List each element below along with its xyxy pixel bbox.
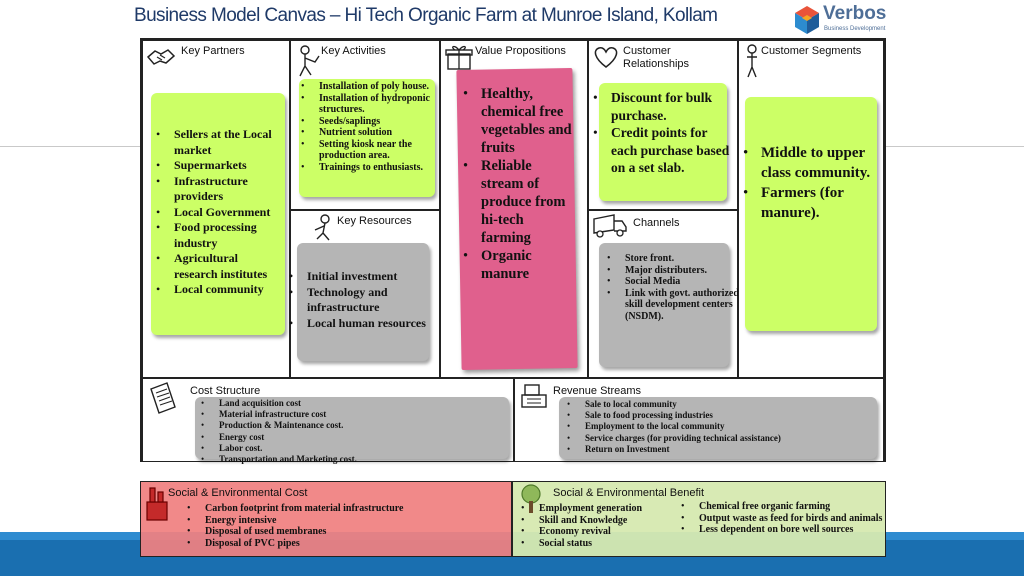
key-activities-heading: Key Activities	[321, 45, 386, 57]
list-item: Nutrient solution	[297, 127, 439, 139]
logo-name: Verbos	[823, 3, 887, 24]
list-item: Major distributers.	[603, 265, 741, 277]
list-item: Supermarkets	[152, 158, 282, 174]
page-title: Business Model Canvas – Hi Tech Organic …	[134, 5, 718, 26]
key-partners-cell: Key Partners Sellers at the Local market…	[142, 40, 290, 378]
channels-heading: Channels	[633, 217, 680, 229]
social-benefit-left-list: Employment generation Skill and Knowledg…	[517, 503, 677, 549]
cost-structure-cell: Cost Structure Land acquisition cost Mat…	[142, 378, 514, 465]
list-item: Healthy, chemical free vegetables and fr…	[459, 85, 577, 157]
customer-segments-list: Middle to upper class community. Farmers…	[739, 143, 879, 223]
channels-cell: Channels Store front. Major distributers…	[588, 210, 741, 378]
list-item: Reliable stream of produce from hi-tech …	[459, 157, 577, 247]
channels-list: Store front. Major distributers. Social …	[603, 253, 741, 322]
list-item: Initial investment	[285, 269, 431, 285]
list-item: Installation of hydroponic structures.	[297, 93, 439, 116]
customer-segments-heading: Customer Segments	[761, 45, 862, 57]
social-benefit-heading: Social & Environmental Benefit	[553, 487, 705, 499]
customer-relationships-heading: Customer Relationships	[623, 45, 690, 70]
list-item: Credit points for each purchase based on…	[589, 124, 731, 177]
list-item: Production & Maintenance cost.	[197, 420, 497, 431]
key-resources-cell: Key Resources Initial investment Technol…	[289, 210, 440, 378]
list-item: Return on Investment	[563, 444, 873, 455]
key-activities-list: Installation of poly house. Installation…	[297, 81, 439, 173]
list-item: Less dependent on bore well sources	[677, 524, 883, 536]
value-propositions-list: Healthy, chemical free vegetables and fr…	[459, 85, 577, 283]
list-item: Sale to food processing industries	[563, 410, 873, 421]
list-item: Social status	[517, 538, 677, 550]
customer-relationships-cell: Customer Relationships Discount for bulk…	[588, 40, 738, 210]
list-item: Sellers at the Local market	[152, 127, 282, 158]
list-item: Local community	[152, 282, 282, 298]
list-item: Local Government	[152, 205, 282, 221]
customer-segments-cell: Customer Segments Middle to upper class …	[738, 40, 884, 378]
list-item: Organic manure	[459, 247, 577, 283]
list-item: Economy revival	[517, 526, 677, 538]
social-benefit-right-list: Chemical free organic farming Output was…	[677, 501, 883, 536]
cash-register-icon	[521, 384, 547, 408]
social-cost-heading: Social & Environmental Cost	[168, 487, 308, 499]
list-item: Transportation and Marketing cost.	[197, 454, 497, 465]
list-item: Employment to the local community	[563, 421, 873, 432]
list-item: Seeds/saplings	[297, 116, 439, 128]
list-item: Technology and infrastructure	[285, 285, 431, 316]
revenue-streams-heading: Revenue Streams	[553, 385, 642, 397]
list-item: Disposal of used membranes	[183, 526, 503, 538]
logo-cube-icon	[795, 6, 819, 34]
list-item: Material infrastructure cost	[197, 409, 497, 420]
worker-icon	[299, 45, 320, 77]
list-item: Setting kiosk near the production area.	[297, 139, 439, 162]
list-item: Agricultural research institutes	[152, 251, 282, 282]
list-item: Energy intensive	[183, 515, 503, 527]
list-item: Carbon footprint from material infrastru…	[183, 503, 503, 515]
list-item: Disposal of PVC pipes	[183, 538, 503, 550]
list-item: Infrastructure providers	[152, 174, 282, 205]
social-cost-list: Carbon footprint from material infrastru…	[183, 503, 503, 549]
key-activities-cell: Key Activities Installation of poly hous…	[290, 40, 440, 210]
person-icon	[747, 44, 757, 78]
verbos-logo: Verbos Business Development	[793, 3, 893, 37]
cost-structure-list: Land acquisition cost Material infrastru…	[197, 398, 497, 465]
heart-icon	[594, 47, 618, 68]
social-cost-box: Social & Environmental Cost Carbon footp…	[140, 481, 512, 557]
truck-icon	[593, 214, 627, 238]
list-item: Social Media	[603, 276, 741, 288]
value-propositions-heading: Value Propositions	[475, 45, 566, 57]
price-tag-icon	[150, 382, 176, 414]
list-item: Middle to upper class community.	[739, 143, 879, 183]
list-item: Labor cost.	[197, 443, 497, 454]
key-partners-list: Sellers at the Local market Supermarkets…	[152, 127, 282, 298]
customer-relationships-list: Discount for bulk purchase. Credit point…	[589, 89, 731, 177]
list-item: Discount for bulk purchase.	[589, 89, 731, 124]
key-resources-list: Initial investment Technology and infras…	[285, 269, 431, 331]
factory-icon	[146, 487, 168, 521]
list-item: Farmers (for manure).	[739, 183, 879, 223]
list-item: Skill and Knowledge	[517, 515, 677, 527]
list-item: Store front.	[603, 253, 741, 265]
key-resources-heading: Key Resources	[337, 215, 412, 227]
key-partners-heading: Key Partners	[181, 45, 245, 57]
list-item: Trainings to enthusiasts.	[297, 162, 439, 174]
list-item: Land acquisition cost	[197, 398, 497, 409]
list-item: Local human resources	[285, 316, 431, 332]
logo-tagline: Business Development	[824, 26, 886, 32]
list-item: Sale to local community	[563, 399, 873, 410]
value-propositions-cell: Value Propositions Healthy, chemical fre…	[440, 40, 588, 378]
list-item: Link with govt. authorized skill develop…	[603, 288, 741, 323]
resource-worker-icon	[314, 214, 330, 241]
cost-structure-heading: Cost Structure	[190, 385, 261, 397]
revenue-streams-cell: Revenue Streams Sale to local community …	[514, 378, 884, 462]
list-item: Service charges (for providing technical…	[563, 433, 873, 444]
list-item: Chemical free organic farming	[677, 501, 883, 513]
list-item: Food processing industry	[152, 220, 282, 251]
list-item: Output waste as feed for birds and anima…	[677, 513, 883, 525]
list-item: Energy cost	[197, 432, 497, 443]
list-item: Employment generation	[517, 503, 677, 515]
social-benefit-box: Social & Environmental Benefit Employmen…	[512, 481, 886, 557]
gift-icon	[445, 45, 473, 70]
handshake-icon	[146, 49, 176, 65]
revenue-streams-list: Sale to local community Sale to food pro…	[563, 399, 873, 455]
list-item: Installation of poly house.	[297, 81, 439, 93]
business-model-canvas: Key Partners Sellers at the Local market…	[140, 38, 886, 465]
